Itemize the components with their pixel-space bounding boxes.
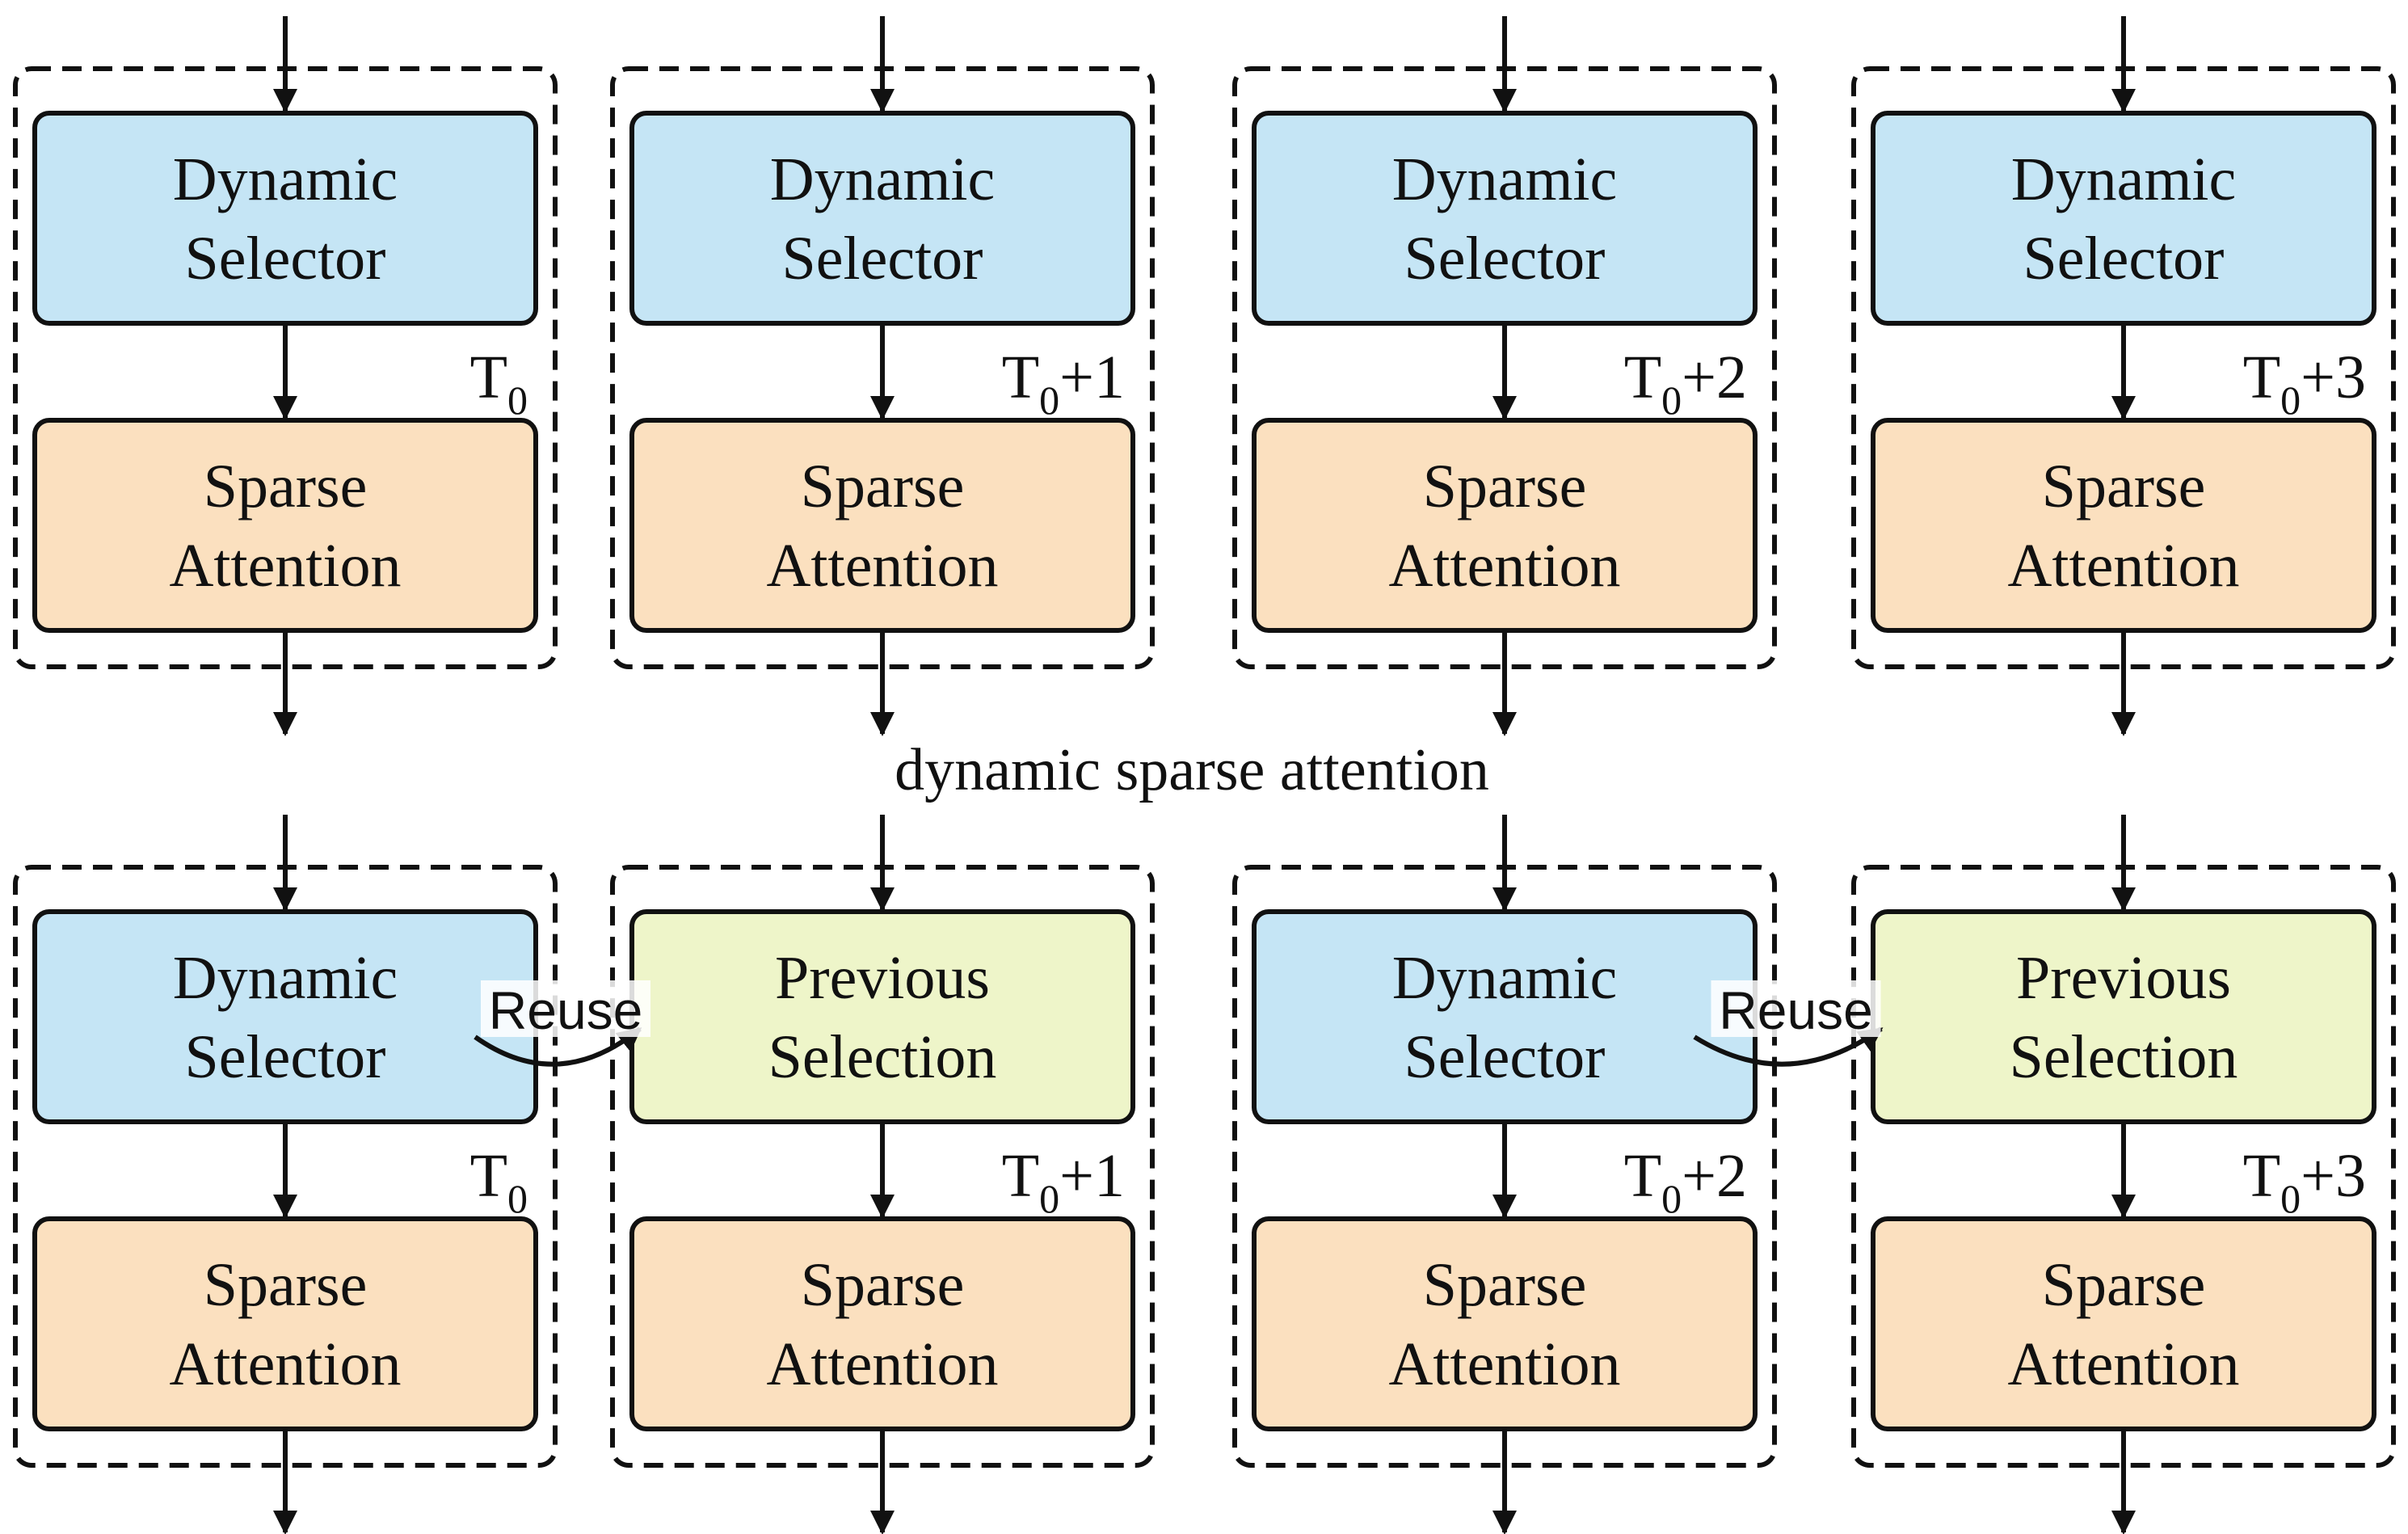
reuse-connector-1: Reuse [474, 980, 650, 1067]
timestep-label: T0+1 [1002, 1142, 1125, 1221]
sparse-attention-label-line-2: Attention [169, 532, 401, 600]
reuse-connector-2: Reuse [1693, 980, 1884, 1067]
reuse-label-background [1711, 980, 1881, 1037]
dynamic-selector-label-line-2: Selector [184, 1023, 385, 1091]
sparse-attention-label-line-1: Sparse [2042, 453, 2206, 520]
dynamic-selector-label-line-1: Dynamic [173, 944, 398, 1012]
reuse-arrow [474, 1026, 642, 1067]
dynamic-selector-label-line-2: Selector [1404, 225, 1605, 293]
dynamic-selector-label-line-1: Dynamic [173, 145, 398, 213]
diagram-caption: dynamic sparse attention [895, 737, 1489, 803]
sparse-attention-label-line-1: Sparse [1423, 453, 1587, 520]
sparse-attention-label-line-2: Attention [766, 1330, 998, 1398]
sparse-attention-label-line-1: Sparse [2042, 1251, 2206, 1319]
timestep-label: T0+2 [1624, 343, 1747, 423]
timestep-label: T0 [470, 1142, 528, 1221]
timestep-label: T0+1 [1002, 343, 1125, 423]
previous-selection-label-line-1: Previous [775, 944, 990, 1012]
dynamic-selector-label-line-1: Dynamic [2011, 145, 2237, 213]
dynamic-selector-label-line-2: Selector [781, 225, 983, 293]
sparse-attention-label-line-2: Attention [2007, 1330, 2239, 1398]
timestep-label: T0+2 [1624, 1142, 1747, 1221]
previous-selection-label-line-2: Selection [768, 1023, 997, 1091]
reuse-label: Reuse [489, 980, 643, 1040]
sparse-attention-label-line-1: Sparse [204, 453, 368, 520]
sparse-attention-label-line-1: Sparse [1423, 1251, 1587, 1319]
sparse-attention-label-line-2: Attention [766, 532, 998, 600]
sparse-attention-label-line-2: Attention [169, 1330, 401, 1398]
dynamic-selector-label-line-1: Dynamic [1392, 145, 1618, 213]
reuse-label: Reuse [1719, 980, 1873, 1040]
sparse-attention-label-line-1: Sparse [801, 1251, 965, 1319]
sparse-attention-label-line-1: Sparse [204, 1251, 368, 1319]
sparse-attention-label-line-2: Attention [1388, 532, 1620, 600]
dynamic-selector-label-line-2: Selector [184, 225, 385, 293]
reuse-label-background [481, 980, 650, 1037]
previous-selection-label-line-2: Selection [2010, 1023, 2238, 1091]
dynamic-selector-label-line-2: Selector [2023, 225, 2224, 293]
dynamic-selector-label-line-1: Dynamic [770, 145, 996, 213]
timestep-label: T0 [470, 343, 528, 423]
sparse-attention-label-line-1: Sparse [801, 453, 965, 520]
previous-selection-label-line-1: Previous [2016, 944, 2231, 1012]
dynamic-selector-label-line-1: Dynamic [1392, 944, 1618, 1012]
dynamic-selector-label-line-2: Selector [1404, 1023, 1605, 1091]
timestep-label: T0+3 [2243, 343, 2366, 423]
timestep-label: T0+3 [2243, 1142, 2366, 1221]
sparse-attention-label-line-2: Attention [1388, 1330, 1620, 1398]
sparse-attention-label-line-2: Attention [2007, 532, 2239, 600]
reuse-arrow [1693, 1026, 1884, 1067]
